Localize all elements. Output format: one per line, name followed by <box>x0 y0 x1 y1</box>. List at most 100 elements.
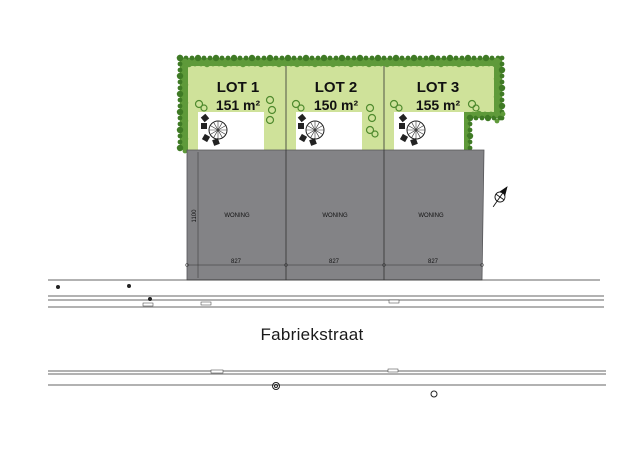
hedge-leaf <box>475 110 483 118</box>
hedge-leaf <box>309 55 315 61</box>
hedge-leaf <box>414 61 420 67</box>
hedge-leaf <box>182 88 188 94</box>
shrub-icon <box>365 103 379 138</box>
hedge-leaf <box>182 112 188 118</box>
patio-table-icon <box>200 113 228 146</box>
hedge-leaf <box>264 61 270 67</box>
hedge-leaf <box>212 54 220 62</box>
hedge-leaf <box>401 60 409 68</box>
hedge-leaf <box>177 85 183 91</box>
hedge-leaf <box>248 54 256 62</box>
hedge-leaf <box>444 61 450 67</box>
hedge-leaf <box>177 67 183 73</box>
street-furniture <box>56 284 152 301</box>
hedge-leaf <box>463 130 469 136</box>
hedge-leaf <box>177 133 183 139</box>
hedge-leaf <box>423 55 429 61</box>
hedge-leaf <box>182 76 188 82</box>
hedge-texture <box>176 54 506 154</box>
hedge-leaf <box>237 55 243 61</box>
chair-icon <box>212 138 220 146</box>
hedge-leaf <box>467 139 473 145</box>
hedge-leaf <box>261 55 267 61</box>
hedge-leaf <box>499 79 505 85</box>
hedge-leaf <box>428 54 436 62</box>
hedge-leaf <box>201 55 207 61</box>
width-dim-2: 827 <box>329 259 340 265</box>
hedge-leaf <box>463 136 469 142</box>
hedge-leaf <box>493 110 501 118</box>
hedge-leaf <box>230 54 238 62</box>
hedge-leaf <box>455 60 463 68</box>
drain-grate-icon <box>200 301 212 306</box>
hedge-leaf <box>464 54 472 62</box>
hedge-leaf <box>446 54 454 62</box>
chair-icon <box>201 133 211 143</box>
hedge-leaf <box>351 55 357 61</box>
hedge-leaf <box>500 111 506 117</box>
hedge-leaf <box>297 55 303 61</box>
hedge-leaf <box>473 115 479 121</box>
hedge-leaf <box>494 82 500 88</box>
shrub-icon <box>467 99 480 112</box>
hedge-leaf <box>450 61 456 67</box>
house-label-1: WONING <box>224 213 250 219</box>
hedge-leaf <box>318 61 324 67</box>
shrub-icon <box>291 99 305 112</box>
hedge-leaf <box>459 55 465 61</box>
hedge-leaf <box>221 60 229 68</box>
hedge-leaf <box>435 55 441 61</box>
drain-grate-icon <box>142 302 154 307</box>
hedge-leaf <box>494 70 500 76</box>
bollard-icon <box>56 285 60 289</box>
hedge-leaf <box>324 61 330 67</box>
hedge-leaf <box>342 61 348 67</box>
hedge-leaf <box>182 70 188 76</box>
hedge-leaf <box>482 111 488 117</box>
hedge-leaf <box>176 54 184 62</box>
hedge-leaf <box>360 61 366 67</box>
hedge-leaf <box>177 139 183 145</box>
hedge-leaf <box>498 66 506 74</box>
hedge-leaf <box>479 115 485 121</box>
hedge-leaf <box>182 58 188 64</box>
hedge-leaf <box>410 54 418 62</box>
patio-table-icon <box>297 113 325 146</box>
hedge-leaf <box>198 61 204 67</box>
hedge-leaf <box>257 60 265 68</box>
hedge-leaf <box>381 55 387 61</box>
hedge-leaf <box>182 148 188 154</box>
hedge-leaf <box>468 61 474 67</box>
hedge-leaf <box>363 55 369 61</box>
hedge-leaf <box>189 55 195 61</box>
hedge-leaf <box>383 60 391 68</box>
chair-icon <box>399 123 405 129</box>
hedge-leaf <box>405 55 411 61</box>
hedge-leaf <box>252 61 258 67</box>
street-name: Fabriekstraat <box>260 325 363 344</box>
hedge-leaf <box>494 106 500 112</box>
hedge-leaf <box>494 88 500 94</box>
hedge-leaf <box>466 132 474 140</box>
hedge-leaf <box>467 121 473 127</box>
shrub-icon <box>389 99 403 112</box>
lot-3-area: 155 m² <box>416 97 461 113</box>
hedge-leaf <box>306 61 312 67</box>
hedge-leaf <box>392 54 400 62</box>
lot-3-name: LOT 3 <box>417 79 460 96</box>
drain-grate-icon <box>210 369 224 374</box>
hedge-leaf <box>282 61 288 67</box>
hedge-leaf <box>356 54 364 62</box>
hedge-leaf <box>194 54 202 62</box>
hedge-leaf <box>491 115 497 121</box>
hedge-leaf <box>499 91 505 97</box>
width-dim-3: 827 <box>428 259 439 265</box>
hedge-leaf <box>498 84 506 92</box>
hedge-leaf <box>499 73 505 79</box>
hedge-leaf <box>390 61 396 67</box>
hedge-leaf <box>497 115 503 121</box>
hedge-leaf <box>192 61 198 67</box>
hedge-leaf <box>432 61 438 67</box>
hedge-leaf <box>466 114 474 122</box>
